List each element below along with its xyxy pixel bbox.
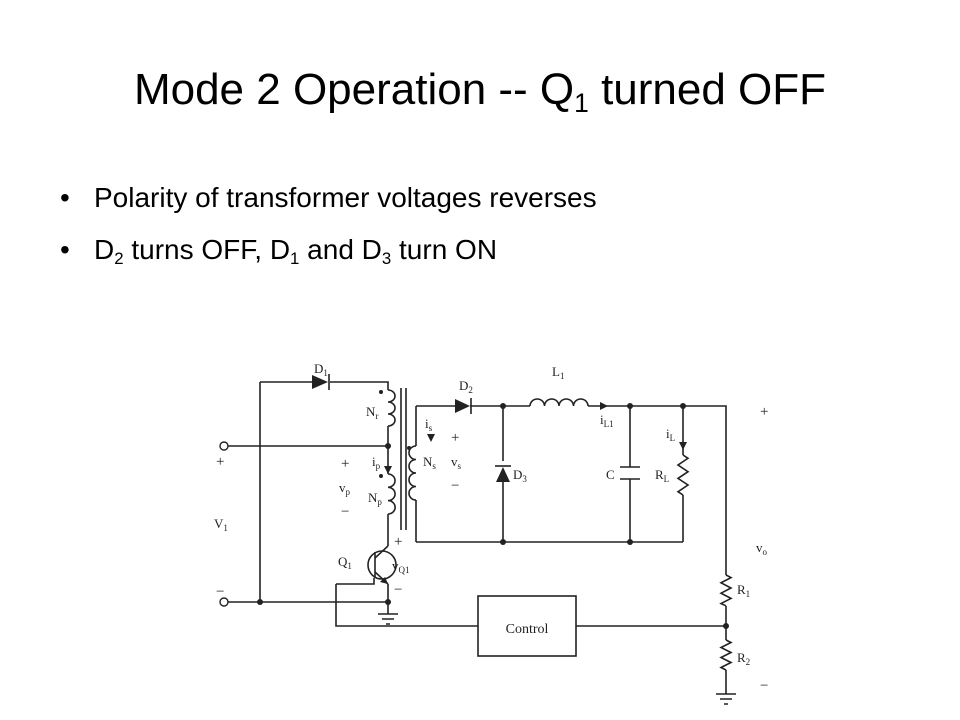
label-nr: Nr — [366, 404, 378, 421]
bullet-subscript: 1 — [290, 249, 300, 269]
component-labels: D1 Nr Np Ns is ip vp vs V1 Q1 vQ1 D2 L1 … — [214, 361, 768, 667]
plus-sign: + — [451, 430, 459, 446]
bullet-subscript: 2 — [114, 249, 124, 269]
ground-symbol — [716, 690, 736, 705]
bullet-marker: • — [60, 182, 70, 213]
slide-title: Mode 2 Operation -- Q1 turned OFF — [0, 65, 960, 116]
input-terminals — [219, 441, 229, 607]
label-ip: ip — [372, 454, 381, 471]
bullet-text: Polarity of transformer voltages reverse… — [94, 182, 597, 213]
label-np: Np — [368, 490, 382, 507]
label-r1: R1 — [737, 582, 750, 599]
bullet-text: D — [94, 234, 115, 265]
bullet-marker: • — [60, 234, 70, 265]
resistor-rl — [676, 454, 690, 496]
label-is: is — [425, 416, 433, 433]
plus-sign: + — [341, 456, 349, 472]
label-d3: D3 — [513, 467, 527, 484]
title-subscript: 1 — [574, 87, 589, 118]
bullet-subscript: 3 — [381, 249, 392, 269]
label-il1: iL1 — [600, 412, 614, 429]
bullet-item: • D2 turns OFF, D1 and D3 turn ON — [60, 228, 597, 280]
label-q1: Q1 — [338, 554, 352, 571]
label-il: iL — [666, 426, 675, 443]
junction-dots — [257, 403, 729, 629]
resistor-r2 — [719, 639, 733, 671]
minus-sign: − — [394, 582, 402, 598]
plus-sign: + — [216, 454, 224, 470]
label-rl: RL — [655, 467, 669, 484]
label-c: C — [606, 467, 615, 482]
control-block: Control — [477, 595, 577, 657]
title-text: Mode 2 Operation -- Q — [133, 65, 575, 114]
diode-d1 — [312, 374, 330, 390]
bullet-text: and D — [299, 234, 382, 265]
ground-symbol — [378, 610, 398, 625]
label-l1: L1 — [552, 364, 564, 381]
control-label: Control — [506, 622, 549, 637]
label-vo: vo — [756, 540, 768, 557]
label-vs: vs — [451, 454, 462, 471]
circuit-wires — [228, 381, 727, 690]
label-v1: V1 — [214, 516, 228, 533]
inductor-l1 — [529, 398, 589, 407]
minus-sign: − — [216, 584, 224, 600]
bullet-text: turns OFF, D — [123, 234, 291, 265]
polarity-marks: + − + − + − + − + − — [216, 404, 768, 694]
minus-sign: − — [760, 678, 768, 694]
plus-sign: + — [760, 404, 768, 420]
label-d1: D1 — [314, 361, 328, 378]
transistor-q1 — [367, 542, 397, 588]
label-vq1: vQ1 — [392, 558, 410, 575]
diode-d3 — [495, 465, 511, 482]
label-vp: vp — [339, 480, 351, 497]
minus-sign: − — [341, 504, 349, 520]
bullet-text: turn ON — [391, 234, 498, 265]
label-ns: Ns — [423, 454, 436, 471]
plus-sign: + — [394, 534, 402, 550]
title-text-end: turned OFF — [588, 65, 827, 114]
resistor-r1 — [719, 574, 733, 607]
bullet-item: • Polarity of transformer voltages rever… — [60, 176, 597, 228]
capacitor-c — [620, 466, 640, 480]
label-d2: D2 — [459, 378, 473, 395]
label-r2: R2 — [737, 650, 750, 667]
minus-sign: − — [451, 478, 459, 494]
diode-d2 — [455, 398, 472, 414]
transformer — [379, 388, 417, 530]
current-arrows — [384, 402, 687, 474]
bullet-list: • Polarity of transformer voltages rever… — [60, 176, 597, 280]
